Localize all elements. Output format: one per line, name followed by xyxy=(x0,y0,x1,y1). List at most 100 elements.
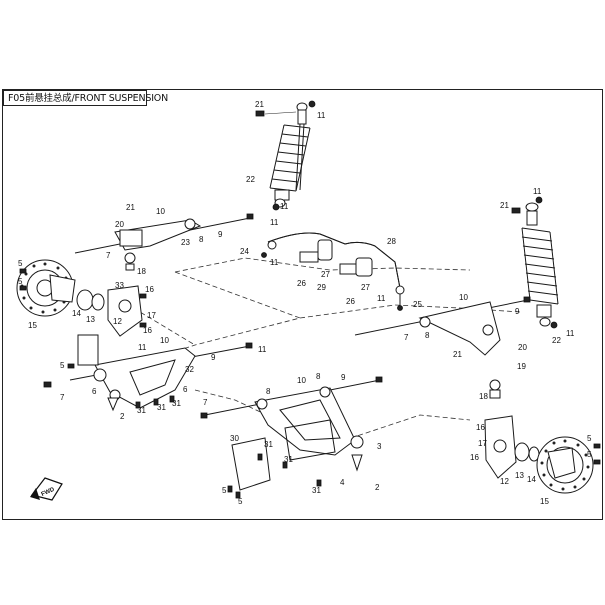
callout-16: 16 xyxy=(145,285,154,294)
callout-31: 31 xyxy=(264,440,273,449)
callout-6: 6 xyxy=(183,385,188,394)
callout-28: 28 xyxy=(387,237,396,246)
callout-11: 11 xyxy=(566,329,575,338)
callout-4: 4 xyxy=(340,478,345,487)
callout-19: 19 xyxy=(517,362,526,371)
callout-21: 21 xyxy=(126,203,135,212)
callout-17: 17 xyxy=(478,439,487,448)
callout-26: 26 xyxy=(297,279,306,288)
callout-9: 9 xyxy=(218,230,223,239)
callout-15: 15 xyxy=(28,321,37,330)
callout-11: 11 xyxy=(317,111,326,120)
callout-2: 2 xyxy=(375,483,380,492)
callout-24: 24 xyxy=(240,247,249,256)
callout-11: 11 xyxy=(377,294,386,303)
callout-31: 31 xyxy=(172,399,181,408)
drawing-border xyxy=(2,89,603,520)
callout-5: 5 xyxy=(60,361,65,370)
callout-11: 11 xyxy=(533,187,542,196)
callout-27: 27 xyxy=(321,270,330,279)
callout-10: 10 xyxy=(459,293,468,302)
callout-8: 8 xyxy=(425,331,430,340)
callout-30: 30 xyxy=(230,434,239,443)
callout-5: 5 xyxy=(238,497,243,506)
callout-5: 5 xyxy=(18,259,23,268)
callout-32: 32 xyxy=(185,365,194,374)
callout-29: 29 xyxy=(317,283,326,292)
callout-8: 8 xyxy=(316,372,321,381)
front-left-shock-absorber xyxy=(255,100,316,211)
callout-31: 31 xyxy=(284,455,293,464)
callout-9: 9 xyxy=(341,373,346,382)
callout-5: 5 xyxy=(18,277,23,286)
callout-17: 17 xyxy=(147,311,156,320)
lower-right-a-arm xyxy=(200,376,383,472)
callout-11: 11 xyxy=(280,202,289,211)
callout-10: 10 xyxy=(297,376,306,385)
front-left-knuckle xyxy=(76,285,147,337)
callout-6: 6 xyxy=(92,387,97,396)
callout-7: 7 xyxy=(106,251,111,260)
upper-left-a-arm xyxy=(74,213,254,271)
callout-26: 26 xyxy=(346,297,355,306)
callout-13: 13 xyxy=(515,471,524,480)
callout-2: 2 xyxy=(120,412,125,421)
lower-left-a-arm xyxy=(43,334,253,412)
callout-16: 16 xyxy=(143,326,152,335)
callout-21: 21 xyxy=(255,100,264,109)
callout-11: 11 xyxy=(270,258,279,267)
callout-12: 12 xyxy=(113,317,122,326)
callout-18: 18 xyxy=(479,392,488,401)
upper-right-a-arm xyxy=(354,296,531,399)
front-right-knuckle xyxy=(484,415,540,479)
callout-15: 15 xyxy=(540,497,549,506)
front-right-brake-disc xyxy=(536,436,594,494)
callout-23: 23 xyxy=(181,238,190,247)
callout-14: 14 xyxy=(72,309,81,318)
callout-20: 20 xyxy=(115,220,124,229)
callout-27: 27 xyxy=(361,283,370,292)
forward-direction-arrow-icon: FWD xyxy=(30,477,63,501)
callout-31: 31 xyxy=(137,406,146,415)
diagram-title: F05前悬挂总成/FRONT SUSPENSION xyxy=(3,90,168,106)
callout-9: 9 xyxy=(211,353,216,362)
callout-31: 31 xyxy=(312,486,321,495)
callout-16: 16 xyxy=(476,423,485,432)
callout-7: 7 xyxy=(203,398,208,407)
callout-5: 5 xyxy=(587,434,592,443)
callout-21: 21 xyxy=(500,201,509,210)
callout-12: 12 xyxy=(500,477,509,486)
callout-18: 18 xyxy=(137,267,146,276)
callout-10: 10 xyxy=(160,336,169,345)
callout-33: 33 xyxy=(115,281,124,290)
front-right-shock-absorber xyxy=(511,196,559,329)
callout-11: 11 xyxy=(138,343,147,352)
callout-8: 8 xyxy=(199,235,204,244)
callout-5: 5 xyxy=(587,450,592,459)
callout-31: 31 xyxy=(157,403,166,412)
callout-11: 11 xyxy=(270,218,279,227)
callout-labels: 21 11 22 11 21 10 20 23 8 9 11 7 18 5 5 … xyxy=(18,100,592,506)
callout-11: 11 xyxy=(258,345,267,354)
callout-9: 9 xyxy=(515,307,520,316)
a-arm-guard-plate xyxy=(231,419,336,491)
front-left-brake-disc xyxy=(16,259,76,317)
callout-16: 16 xyxy=(470,453,479,462)
direction-label: FWD xyxy=(41,486,57,497)
callout-13: 13 xyxy=(86,315,95,324)
callout-8: 8 xyxy=(266,387,271,396)
callout-22: 22 xyxy=(246,175,255,184)
callout-5: 5 xyxy=(222,486,227,495)
callout-21: 21 xyxy=(453,350,462,359)
callout-22: 22 xyxy=(552,336,561,345)
callout-20: 20 xyxy=(518,343,527,352)
fastener-markers xyxy=(19,252,601,499)
callout-25: 25 xyxy=(413,300,422,309)
callout-3: 3 xyxy=(377,442,382,451)
callout-10: 10 xyxy=(156,207,165,216)
stabilizer-bar xyxy=(267,232,405,306)
callout-7: 7 xyxy=(60,393,65,402)
callout-7: 7 xyxy=(404,333,409,342)
callout-14: 14 xyxy=(527,475,536,484)
